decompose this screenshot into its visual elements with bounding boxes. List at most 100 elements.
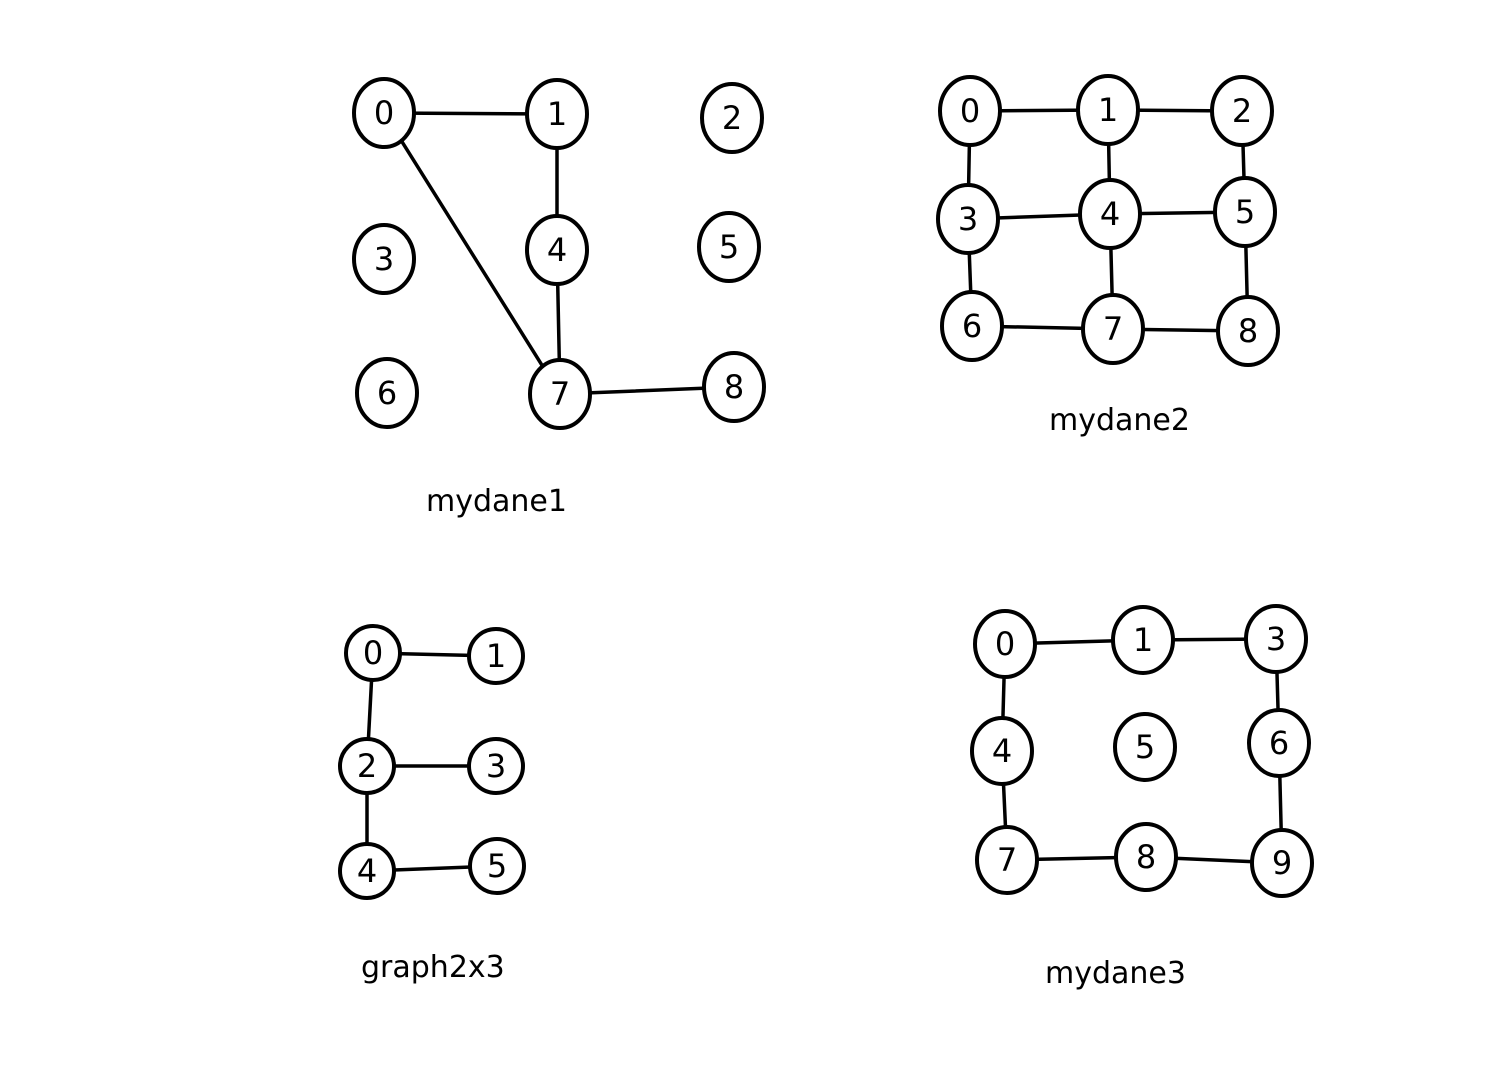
node-label: 5 [719,228,739,266]
node-0: 0 [938,75,1002,147]
node-0: 0 [344,624,402,682]
node-circle [525,78,589,150]
node-label: 3 [374,240,394,278]
node-label: 6 [1269,724,1289,762]
node-label: 2 [722,99,742,137]
node-label: 0 [374,94,394,132]
node-label: 5 [1135,728,1155,766]
node-1: 1 [1076,74,1140,146]
node-label: 1 [547,95,567,133]
node-circle [936,183,1000,255]
node-label: 7 [550,375,570,413]
node-label: 9 [1272,844,1292,882]
node-label: 7 [997,841,1017,879]
node-3: 3 [352,223,416,295]
node-circle [1213,176,1277,248]
node-circle [1216,295,1280,367]
graph-graph2x3: 0 1 2 3 4 5 [338,624,526,900]
node-label: 2 [357,747,377,785]
node-circle [1076,74,1140,146]
node-label: 3 [486,747,506,785]
node-label: 1 [1133,621,1153,659]
graph-title-mydane2: mydane2 [1049,403,1190,438]
node-8: 8 [702,351,766,423]
node-circle [702,351,766,423]
node-label: 4 [357,852,377,890]
node-circle [338,842,396,900]
node-6: 6 [355,357,419,429]
node-label: 1 [1098,91,1118,129]
node-circle [1113,712,1177,782]
node-circle [700,82,764,154]
node-circle [697,211,761,283]
node-label: 4 [547,231,567,269]
node-3: 3 [467,737,525,795]
node-circle [1114,822,1178,892]
node-circle [975,825,1039,895]
node-7: 7 [528,358,592,430]
node-6: 6 [1247,708,1311,778]
node-circle [940,290,1004,362]
node-circle [352,77,416,149]
node-circle [1111,605,1175,675]
node-7: 7 [975,825,1039,895]
node-label: 5 [487,847,507,885]
node-7: 7 [1081,293,1145,365]
node-0: 0 [352,77,416,149]
node-label: 7 [1103,310,1123,348]
node-circle [1081,293,1145,365]
node-circle [1210,75,1274,147]
node-2: 2 [700,82,764,154]
node-2: 2 [338,737,396,795]
node-circle [352,223,416,295]
graph-mydane3: 0 1 3 4 5 6 7 8 9 [970,604,1314,898]
node-8: 8 [1216,295,1280,367]
node-5: 5 [468,837,526,895]
node-label: 3 [1266,620,1286,658]
graph-title-mydane3: mydane3 [1045,956,1186,991]
node-label: 4 [992,732,1012,770]
node-4: 4 [970,716,1034,786]
graph-title-graph2x3: graph2x3 [361,950,505,985]
node-circle [525,214,589,286]
node-label: 8 [1136,838,1156,876]
node-1: 1 [525,78,589,150]
node-2: 2 [1210,75,1274,147]
node-4: 4 [1078,178,1142,250]
node-label: 0 [995,625,1015,663]
node-label: 2 [1232,92,1252,130]
edge-0-7 [382,111,562,396]
node-label: 4 [1100,195,1120,233]
node-circle [1250,828,1314,898]
node-3: 3 [1244,604,1308,674]
node-label: 1 [486,637,506,675]
node-1: 1 [1111,605,1175,675]
node-6: 6 [940,290,1004,362]
node-circle [344,624,402,682]
node-circle [468,837,526,895]
node-circle [973,609,1037,679]
node-3: 3 [936,183,1000,255]
node-circle [338,737,396,795]
node-label: 5 [1235,193,1255,231]
node-5: 5 [697,211,761,283]
node-circle [355,357,419,429]
node-circle [970,716,1034,786]
node-5: 5 [1213,176,1277,248]
node-label: 8 [724,368,744,406]
node-label: 6 [962,307,982,345]
node-circle [528,358,592,430]
graph-mydane2: 0 1 2 3 4 5 6 7 8 [936,74,1280,367]
node-8: 8 [1114,822,1178,892]
node-label: 0 [363,634,383,672]
node-circle [1247,708,1311,778]
node-circle [1078,178,1142,250]
node-9: 9 [1250,828,1314,898]
node-4: 4 [338,842,396,900]
node-label: 0 [960,92,980,130]
node-circle [467,737,525,795]
node-0: 0 [973,609,1037,679]
node-4: 4 [525,214,589,286]
node-circle [938,75,1002,147]
